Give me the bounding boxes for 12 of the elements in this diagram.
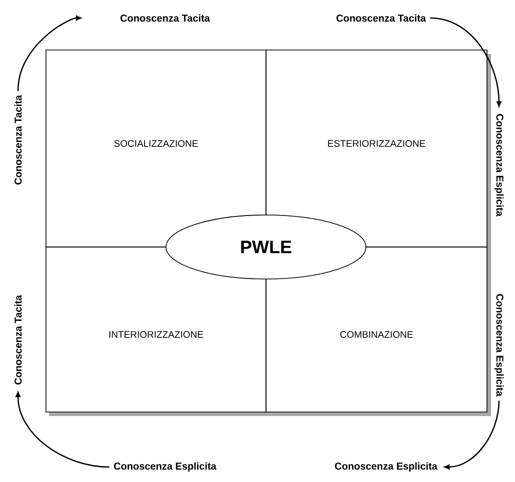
axis-label: Conoscenza Tacita — [120, 14, 210, 22]
curved-arrow — [16, 392, 110, 468]
curved-arrow — [17, 16, 82, 91]
curved-arrow — [444, 400, 500, 470]
axis-label: Conoscenza Esplicita — [494, 114, 504, 216]
curved-arrow — [430, 17, 502, 107]
axis-label: Conoscenza Esplicita — [494, 294, 504, 396]
axis-label: Conoscenza Tacita — [14, 295, 22, 384]
axis-label: Conoscenza Esplicita — [114, 462, 216, 472]
axis-label: Conoscenza Tacita — [336, 14, 426, 22]
axis-label: Conoscenza Tacita — [14, 95, 22, 184]
axis-label: Conoscenza Esplicita — [335, 462, 438, 472]
